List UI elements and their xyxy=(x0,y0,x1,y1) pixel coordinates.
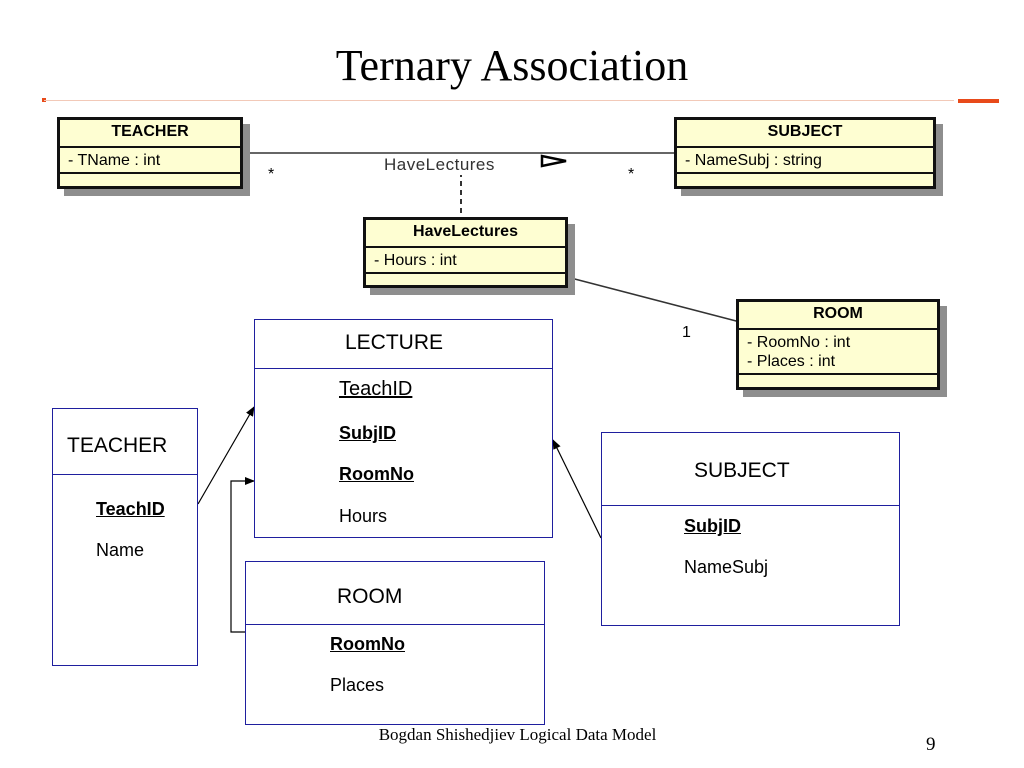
room-lecture-arrow xyxy=(230,477,255,633)
association-direction-icon xyxy=(540,154,567,168)
table-name: SUBJECT xyxy=(602,433,899,506)
uml-class-teacher[interactable]: TEACHER - TName : int xyxy=(57,117,243,189)
field-places: Places xyxy=(330,675,385,695)
title-rule xyxy=(44,100,954,101)
uml-class-name: SUBJECT xyxy=(677,120,933,148)
title-rule-accent xyxy=(958,99,999,103)
table-name: TEACHER xyxy=(53,409,197,475)
table-name: LECTURE xyxy=(255,320,552,369)
table-name: ROOM xyxy=(246,562,544,625)
uml-attributes: - RoomNo : int - Places : int xyxy=(739,330,937,375)
table-teacher[interactable]: TEACHER TeachID Name xyxy=(52,408,198,666)
uml-class-name: HaveLectures xyxy=(366,220,565,248)
uml-attribute: - Hours : int xyxy=(374,252,457,269)
page-number: 9 xyxy=(926,734,936,755)
field-name: Name xyxy=(96,540,145,560)
association-label: HaveLectures xyxy=(382,155,497,175)
slide-title: Ternary Association xyxy=(335,41,689,90)
uml-attributes: - TName : int xyxy=(60,148,240,174)
mult-subject: * xyxy=(628,166,635,183)
field-teachid: TeachID xyxy=(96,499,165,519)
teacher-lecture-arrow xyxy=(197,406,255,505)
mult-room: 1 xyxy=(682,324,691,341)
table-subject[interactable]: SUBJECT SubjID NameSubj xyxy=(601,432,900,626)
uml-attributes: - NameSubj : string xyxy=(677,148,933,174)
subject-lecture-arrow xyxy=(552,439,602,539)
uml-attribute: - RoomNo : int xyxy=(747,334,851,351)
uml-attribute: - TName : int xyxy=(68,152,161,169)
uml-class-name: ROOM xyxy=(739,302,937,330)
uml-attribute: - NameSubj : string xyxy=(685,152,822,169)
uml-class-name: TEACHER xyxy=(60,120,240,148)
table-room[interactable]: ROOM RoomNo Places xyxy=(245,561,545,725)
havelectures-room-line xyxy=(566,276,741,323)
field-roomno: RoomNo xyxy=(339,464,414,484)
table-lecture[interactable]: LECTURE TeachID SubjID RoomNo Hours xyxy=(254,319,553,538)
uml-class-havelectures[interactable]: HaveLectures - Hours : int xyxy=(363,217,568,288)
field-namesubj: NameSubj xyxy=(684,557,769,577)
field-teachid: TeachID xyxy=(339,378,413,400)
field-roomno: RoomNo xyxy=(330,634,405,654)
field-subjid: SubjID xyxy=(339,423,396,443)
field-hours: Hours xyxy=(339,506,388,526)
slide-footer: Bogdan Shishedjiev Logical Data Model xyxy=(378,725,657,744)
uml-attributes: - Hours : int xyxy=(366,248,565,274)
uml-class-subject[interactable]: SUBJECT - NameSubj : string xyxy=(674,117,936,189)
field-subjid: SubjID xyxy=(684,516,741,536)
mult-teacher: * xyxy=(268,166,275,183)
uml-attribute: - Places : int xyxy=(747,353,836,370)
uml-class-room[interactable]: ROOM - RoomNo : int - Places : int xyxy=(736,299,940,390)
